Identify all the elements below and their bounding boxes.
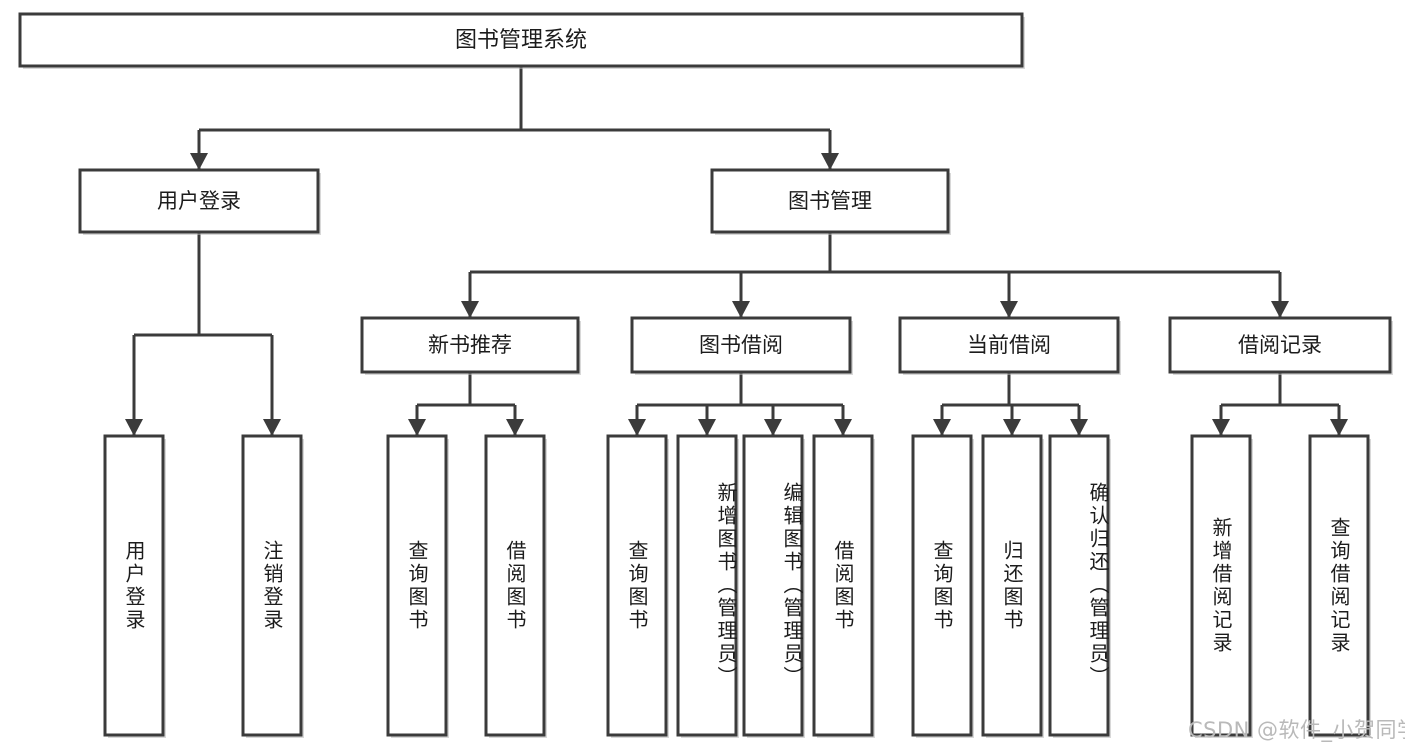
arrow-head <box>834 419 852 436</box>
node-box-current-borrow[interactable] <box>898 316 1120 374</box>
node-box-borrow-record[interactable] <box>1168 316 1392 374</box>
node-box-book-manage[interactable] <box>710 168 950 234</box>
arrow-head <box>1003 419 1021 436</box>
arrow-head <box>1330 419 1348 436</box>
node-box-root[interactable] <box>18 12 1024 68</box>
arrow-head <box>125 419 143 436</box>
arrow-head <box>190 153 208 170</box>
arrow-head <box>732 301 750 318</box>
arrow-head <box>764 419 782 436</box>
node-label-root: 图书管理系统 <box>455 28 587 53</box>
box-layer <box>18 12 1393 738</box>
node-box-record-add[interactable] <box>1190 434 1252 737</box>
arrow-head <box>263 419 281 436</box>
arrow-head <box>461 301 479 318</box>
arrow-head <box>698 419 716 436</box>
node-box-record-query[interactable] <box>1308 434 1370 737</box>
arrow-head <box>933 419 951 436</box>
arrow-head <box>506 419 524 436</box>
node-label-user-login: 用户登录 <box>157 189 241 213</box>
arrow-head <box>628 419 646 436</box>
node-label-new-book-recommend: 新书推荐 <box>428 333 512 357</box>
node-label-book-borrow: 图书借阅 <box>699 333 783 357</box>
node-box-recommend-borrow-book[interactable] <box>484 434 546 737</box>
node-box-user-login-do[interactable] <box>103 434 165 737</box>
node-label-current-borrow: 当前借阅 <box>967 333 1051 357</box>
arrow-head <box>1271 301 1289 318</box>
node-box-borrow-add-book[interactable] <box>676 434 738 737</box>
node-box-user-login[interactable] <box>78 168 320 234</box>
node-box-current-return-book[interactable] <box>981 434 1043 737</box>
connector-layer <box>125 66 1348 436</box>
node-label-borrow-record: 借阅记录 <box>1238 333 1322 357</box>
node-box-borrow-edit-book[interactable] <box>742 434 804 737</box>
arrow-head <box>1000 301 1018 318</box>
node-box-current-query-book[interactable] <box>911 434 973 737</box>
arrow-head <box>821 153 839 170</box>
watermark: CSDN @软件_小贺同学 <box>1188 718 1405 742</box>
node-box-borrow-borrow-book[interactable] <box>812 434 874 737</box>
node-box-current-confirm-return[interactable] <box>1048 434 1110 737</box>
arrow-head <box>408 419 426 436</box>
node-label-book-manage: 图书管理 <box>788 189 872 213</box>
node-box-user-logout[interactable] <box>241 434 303 737</box>
arrow-head <box>1212 419 1230 436</box>
node-box-book-borrow[interactable] <box>630 316 852 374</box>
node-box-borrow-query-book[interactable] <box>606 434 668 737</box>
node-box-new-book-recommend[interactable] <box>360 316 580 374</box>
arrow-head <box>1070 419 1088 436</box>
node-box-recommend-query-book[interactable] <box>386 434 448 737</box>
